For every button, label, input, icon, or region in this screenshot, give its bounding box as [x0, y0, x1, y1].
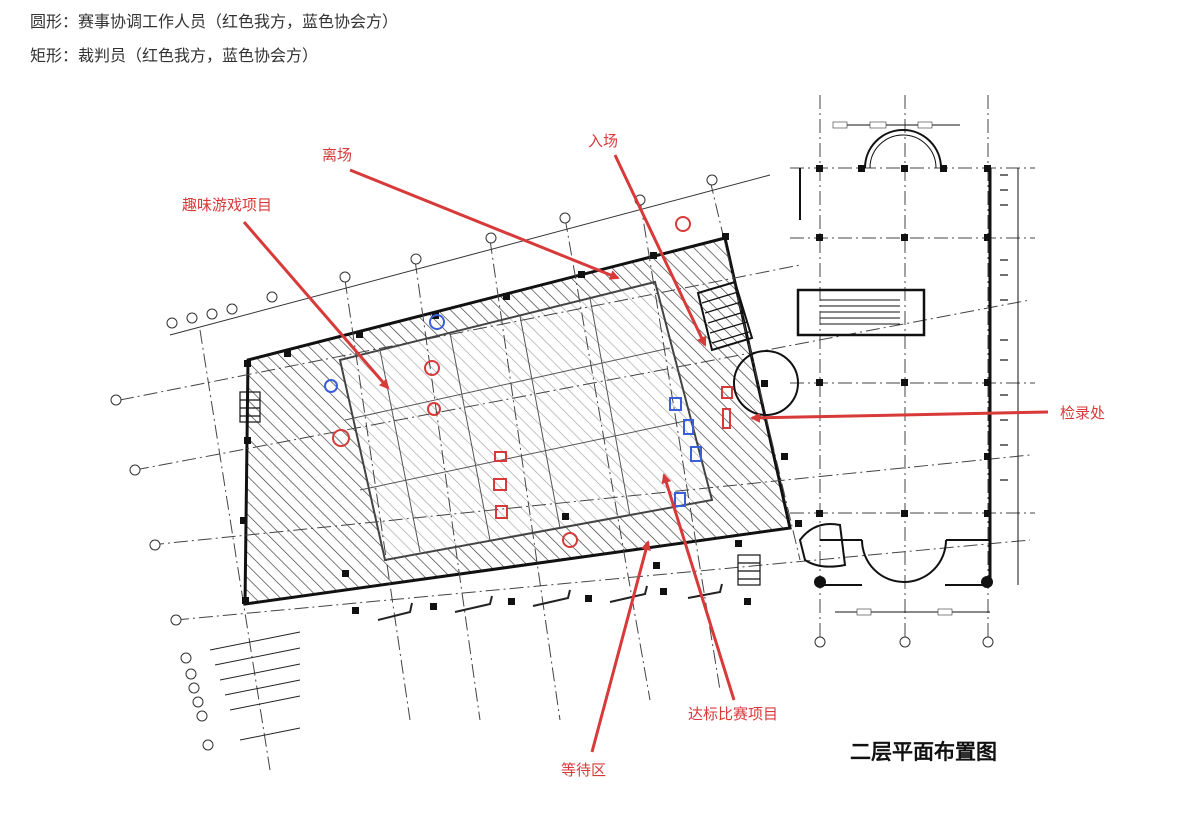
columns — [240, 165, 993, 614]
label-entry: 入场 — [588, 132, 618, 150]
referee-ours — [721, 386, 733, 399]
facade-bays — [209, 583, 723, 741]
coordinator-association — [429, 314, 445, 330]
coordinator-ours — [562, 532, 578, 548]
legend-rect: 矩形：裁判员（红色我方，蓝色协会方） — [30, 46, 319, 65]
label-checkin: 检录处 — [1060, 404, 1105, 422]
coordinator-ours — [424, 360, 440, 376]
label-standard-events: 达标比赛项目 — [688, 705, 778, 723]
referee-ours — [722, 408, 731, 429]
arrow-exit — [349, 168, 620, 280]
coordinator-ours — [675, 216, 691, 232]
legend-circle: 圆形：赛事协调工作人员（红色我方，蓝色协会方） — [30, 12, 399, 31]
right-wing — [733, 124, 1019, 613]
label-waiting-area: 等待区 — [561, 761, 606, 779]
referee-ours — [493, 478, 507, 491]
arrow-waiting-area — [590, 540, 651, 753]
referee-association — [683, 419, 694, 435]
dimension-marks — [832, 121, 953, 616]
arrow-standard-events — [661, 473, 736, 701]
referee-ours — [495, 505, 508, 519]
arrow-checkin — [750, 410, 1049, 423]
referee-ours — [494, 451, 507, 462]
label-fun-games: 趣味游戏项目 — [182, 196, 272, 214]
arrow-fun-games — [242, 221, 390, 390]
referee-association — [669, 397, 682, 411]
label-exit: 离场 — [322, 146, 352, 164]
plan-title: 二层平面布置图 — [850, 740, 997, 764]
coordinator-association — [324, 379, 338, 393]
stairs — [239, 280, 847, 586]
referee-association — [690, 446, 702, 462]
grid-axis-markers — [110, 174, 994, 751]
referee-association — [674, 492, 686, 507]
referee-markers — [493, 386, 733, 519]
coordinator-ours — [332, 429, 350, 447]
coordinator-ours — [427, 402, 441, 416]
coordinator-markers — [324, 216, 691, 548]
arrow-entry — [613, 154, 707, 347]
annotation-arrows — [242, 154, 1049, 753]
main-hall — [243, 236, 792, 606]
